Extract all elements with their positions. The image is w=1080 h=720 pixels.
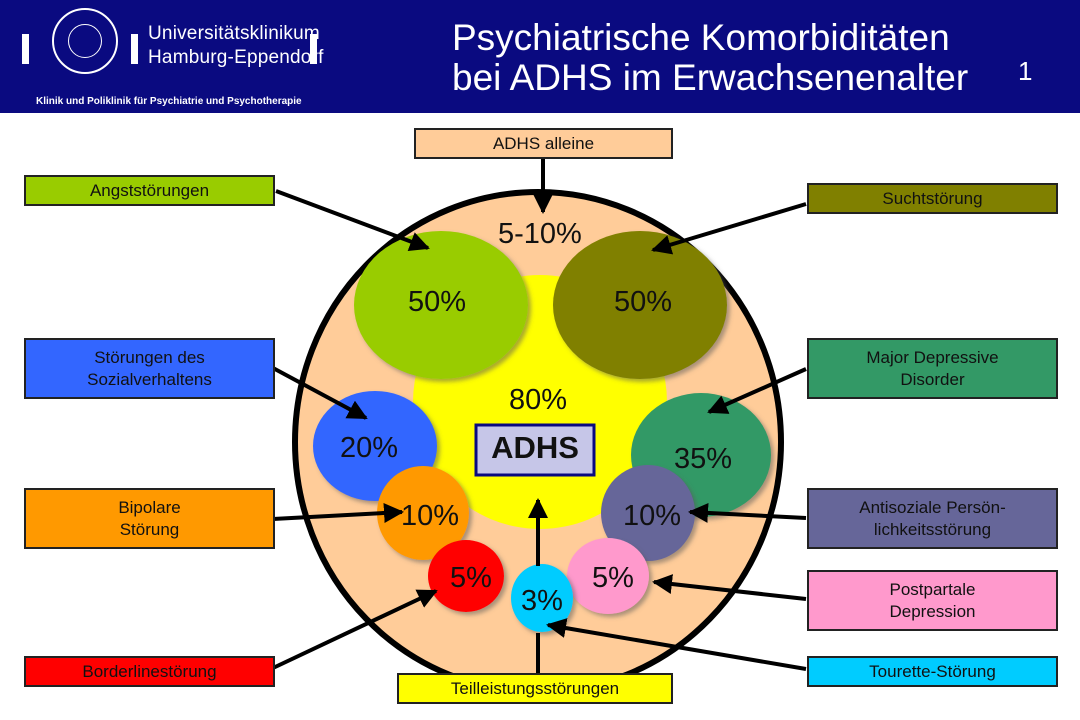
logo-bar-mid [131, 34, 138, 64]
seal-emblem-icon [68, 24, 102, 58]
value-center: 80% [509, 384, 568, 416]
value-teilleistung: 3% [521, 585, 563, 617]
circle-sucht [553, 231, 727, 379]
label-tourette: Tourette-Störung [807, 656, 1058, 687]
arrow-bipolar [272, 502, 404, 523]
arrow-angst [275, 189, 430, 252]
arrow-depressive [707, 367, 807, 414]
circle-borderline [428, 540, 504, 612]
label-sozial: Störungen des Sozialverhaltens [24, 338, 275, 399]
label-sucht: Suchtstörung [807, 183, 1058, 214]
value-sozial: 20% [340, 432, 399, 464]
label-teilleistung: Teilleistungsstörungen [397, 673, 673, 704]
arrow-borderline [272, 589, 438, 670]
arrow-sucht [651, 202, 807, 255]
circle-bipolar [377, 466, 469, 560]
label-bipolar: Bipolare Störung [24, 488, 275, 549]
clinic-name: Klinik und Poliklinik für Psychiatrie un… [36, 96, 302, 107]
arrow-postpartal [652, 574, 807, 601]
arrow-antisozial [688, 502, 807, 523]
university-name-line2: Hamburg-Eppendorf [148, 47, 324, 68]
value-borderline: 5% [450, 562, 492, 594]
logo-bar-right [310, 34, 317, 64]
circle-postpartal [567, 538, 649, 614]
adhs-label: ADHS [491, 430, 579, 465]
university-seal-icon [52, 8, 118, 74]
label-depressive: Major Depressive Disorder [807, 338, 1058, 399]
arrow-tourette [546, 618, 807, 671]
value-sucht: 50% [614, 286, 673, 318]
value-outer: 5-10% [498, 218, 582, 250]
value-antisozial: 10% [623, 500, 682, 532]
logo-bar-left [22, 34, 29, 64]
label-postpartal: Postpartale Depression [807, 570, 1058, 631]
value-postpartal: 5% [592, 562, 634, 594]
value-depressive: 35% [674, 443, 733, 475]
circle-teilleistung [511, 564, 573, 632]
title-line2: bei ADHS im Erwachsenenalter [452, 57, 969, 98]
university-name-line1: Universitätsklinikum [148, 23, 320, 44]
footnote-mark: 1 [1018, 56, 1033, 86]
label-adhs-alleine: ADHS alleine [414, 128, 673, 159]
circle-antisozial [601, 465, 695, 561]
circle-angst [354, 231, 528, 379]
header: Universitätsklinikum Hamburg-Eppendorf K… [0, 0, 1080, 113]
value-bipolar: 10% [401, 500, 460, 532]
label-angst: Angststörungen [24, 175, 275, 206]
title-line1: Psychiatrische Komorbiditäten [452, 17, 950, 58]
adhs-box [474, 423, 596, 477]
value-angst: 50% [408, 286, 467, 318]
label-borderline: Borderlinestörung [24, 656, 275, 687]
arrow-sozial [272, 366, 368, 420]
label-antisozial: Antisoziale Persön-lichkeitsstörung [807, 488, 1058, 549]
